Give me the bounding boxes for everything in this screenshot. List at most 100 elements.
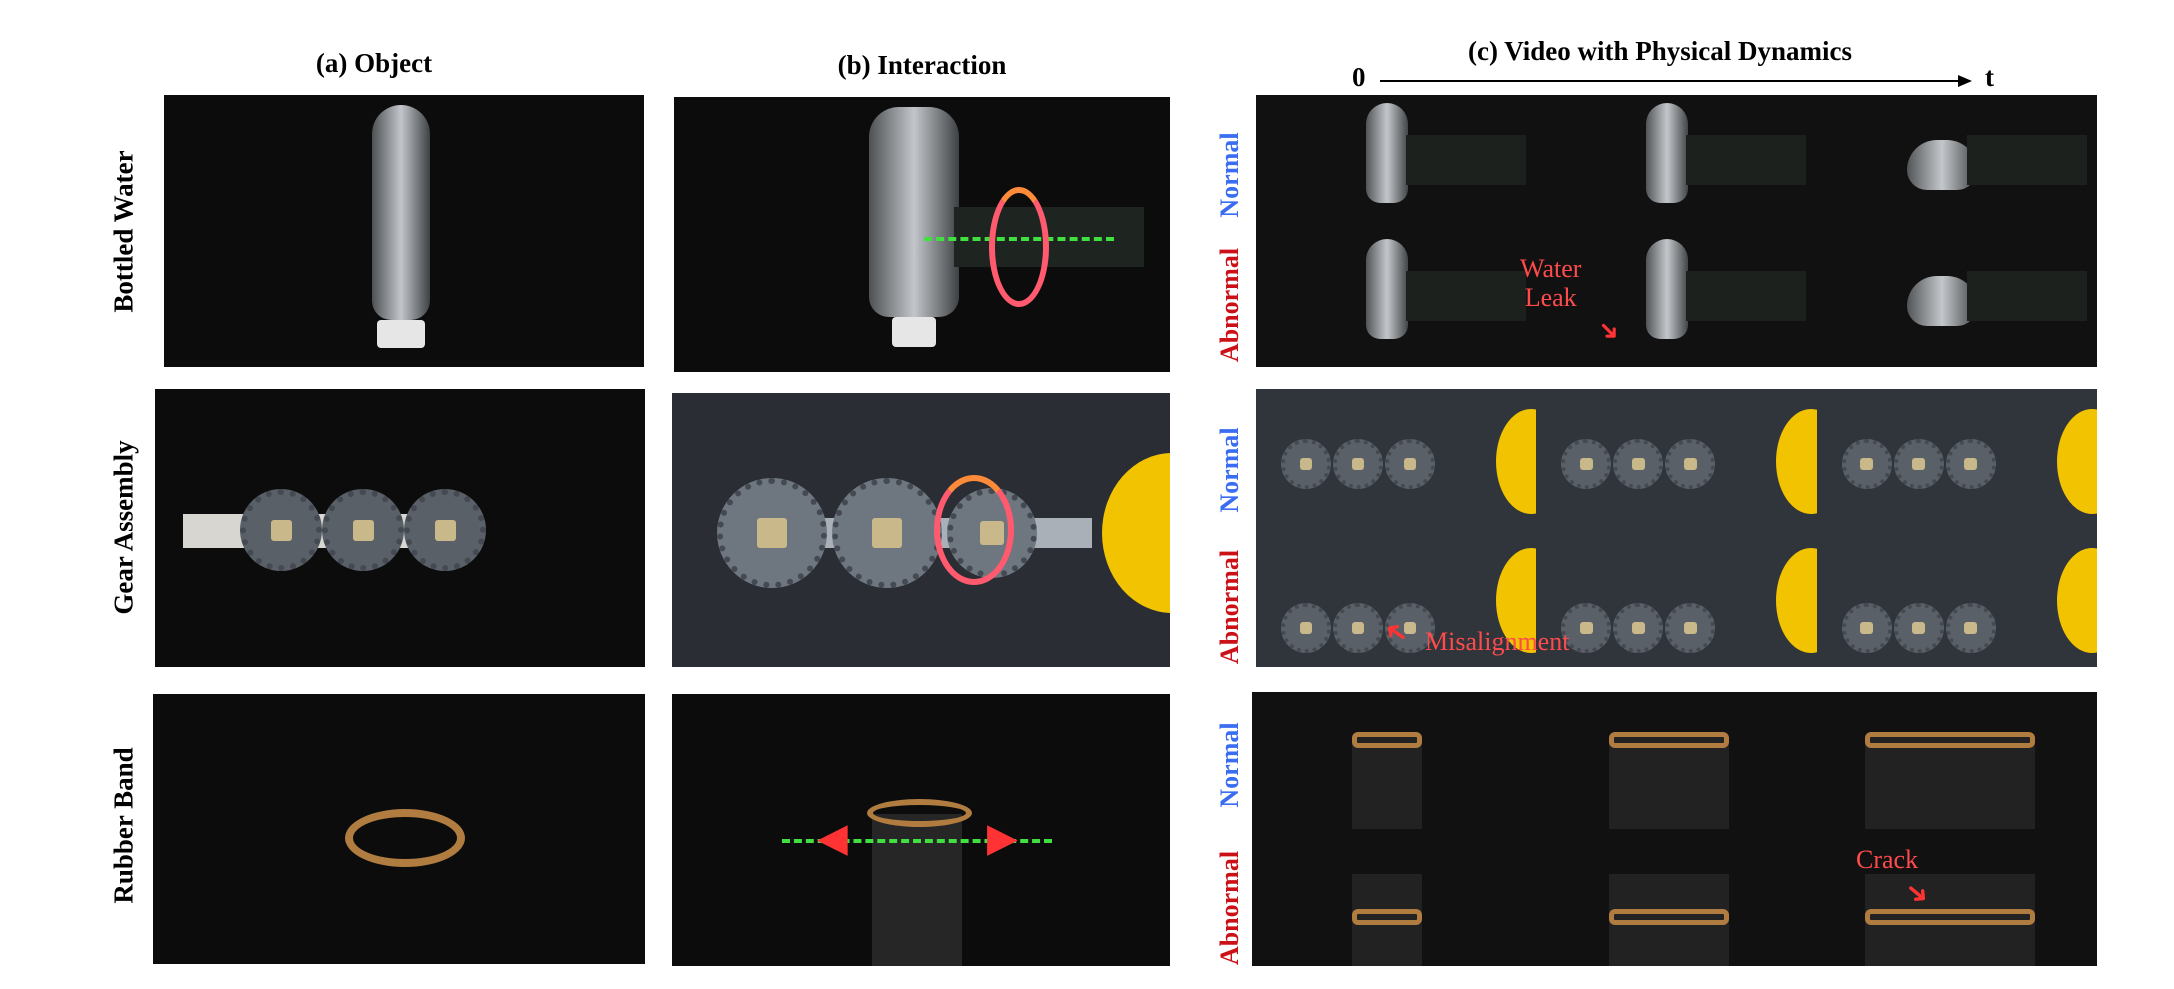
gear [322,489,404,571]
interaction-photo-rubber-band: ◀ ▶ [672,694,1170,966]
header-interaction: (b) Interaction [837,50,1007,80]
annotation-crack: Crack [1856,845,1919,874]
gear [1281,439,1331,489]
gear [1945,603,1996,653]
gear [1841,603,1892,653]
normal-video-frame [1256,389,1537,528]
gear [1893,603,1944,653]
rubber-band [1608,909,1729,925]
gear [1333,439,1383,489]
object-photo-bottled-water [164,95,644,367]
gear [1893,439,1944,489]
abnormal-video-frame [1816,231,2097,367]
rotation-arrow-icon [934,475,1014,585]
abnormal-label: Abnormal [1215,247,1244,363]
rubber-band [1865,909,2036,925]
stretch-right-arrow-icon: ▶ [987,815,1018,860]
abnormal-video-frame [1816,528,2097,667]
gripper-arm [1686,271,1807,321]
gear [1333,603,1383,653]
gear [1841,439,1892,489]
gear [1561,439,1612,489]
video-frames-rubber-band [1252,692,2097,966]
rubber-band [1352,732,1422,748]
bottle-shape [1906,276,1977,326]
gripper-arm [1686,135,1807,185]
gear [717,478,827,588]
normal-video-frame [1815,692,2097,829]
yellow-wheel [2056,548,2097,653]
bottle-shape [372,105,430,320]
object-photo-gear-assembly [155,389,645,667]
row-label-rubber-band: Rubber Band [108,747,139,904]
gear [1665,439,1716,489]
gear [1613,603,1664,653]
bottle-shape [1366,239,1408,339]
gear [1561,603,1612,653]
gear [1945,439,1996,489]
normal-label: Normal [1215,132,1244,218]
stretch-left-arrow-icon: ◀ [817,815,848,860]
normal-video-frame [1536,95,1817,231]
time-end-label: t [1985,62,1994,92]
interaction-photo-gear-assembly [672,393,1170,667]
annotation-water-leak: Water Leak [1520,254,1582,312]
stretcher-rig [1352,737,1422,829]
abnormal-video-frame [1536,231,1817,367]
stretcher-rig [1865,737,2036,829]
gear [1385,603,1435,653]
abnormal-video-frame [1533,829,1816,966]
gear [832,478,942,588]
normal-video-frame [1816,389,2097,528]
header-video: (c) Video with Physical Dynamics [1468,36,1852,66]
abnormal-video-frame [1815,829,2097,966]
normal-video-frame [1533,692,1816,829]
bottle-cap [377,320,425,348]
normal-video-frame [1536,389,1817,528]
abnormal-video-frame [1536,528,1817,667]
rubber-band [345,809,465,867]
rubber-band [1352,909,1422,925]
abnormal-video-frame [1256,528,1537,667]
stretcher-rig [1608,737,1729,829]
header-object: (a) Object [315,48,433,78]
gripper-arm [1406,135,1526,185]
gear [1281,603,1331,653]
normal-label: Normal [1215,427,1244,513]
abnormal-label: Abnormal [1215,850,1244,966]
video-frames-bottled-water [1256,95,2097,367]
yellow-wheel [1102,453,1170,613]
object-photo-rubber-band [153,694,645,964]
normal-video-frame [1816,95,2097,231]
bottle-shape [1646,103,1689,203]
row-label-bottled-water: Bottled Water [108,150,139,313]
normal-label: Normal [1215,722,1244,808]
rubber-band [1608,732,1729,748]
interaction-photo-bottled-water [674,97,1170,372]
rubber-band [1865,732,2036,748]
time-start-label: 0 [1352,62,1366,92]
abnormal-video-frame [1256,231,1537,367]
bottle-shape [1366,103,1408,203]
annotation-misalignment: Misalignment [1425,627,1570,656]
abnormal-label: Abnormal [1215,549,1244,665]
row-label-gear-assembly: Gear Assembly [108,440,139,615]
bottle-cap [892,317,936,347]
yellow-wheel [2056,409,2097,514]
rotation-arrow-icon [989,187,1049,307]
yellow-wheel [1776,409,1817,514]
bottle-shape [1906,140,1977,190]
bottle-shape [1646,239,1689,339]
gear [1613,439,1664,489]
gear [240,489,322,571]
video-frames-gear-assembly [1256,389,2097,667]
stretcher-rig [872,814,962,966]
gripper-arm [1406,271,1526,321]
gear [1385,439,1435,489]
yellow-wheel [1496,409,1537,514]
stretch-axis-line [782,839,1052,843]
gripper-arm [1966,271,2087,321]
gripper-arm [1966,135,2087,185]
gear [404,489,486,571]
rubber-band [867,799,972,827]
